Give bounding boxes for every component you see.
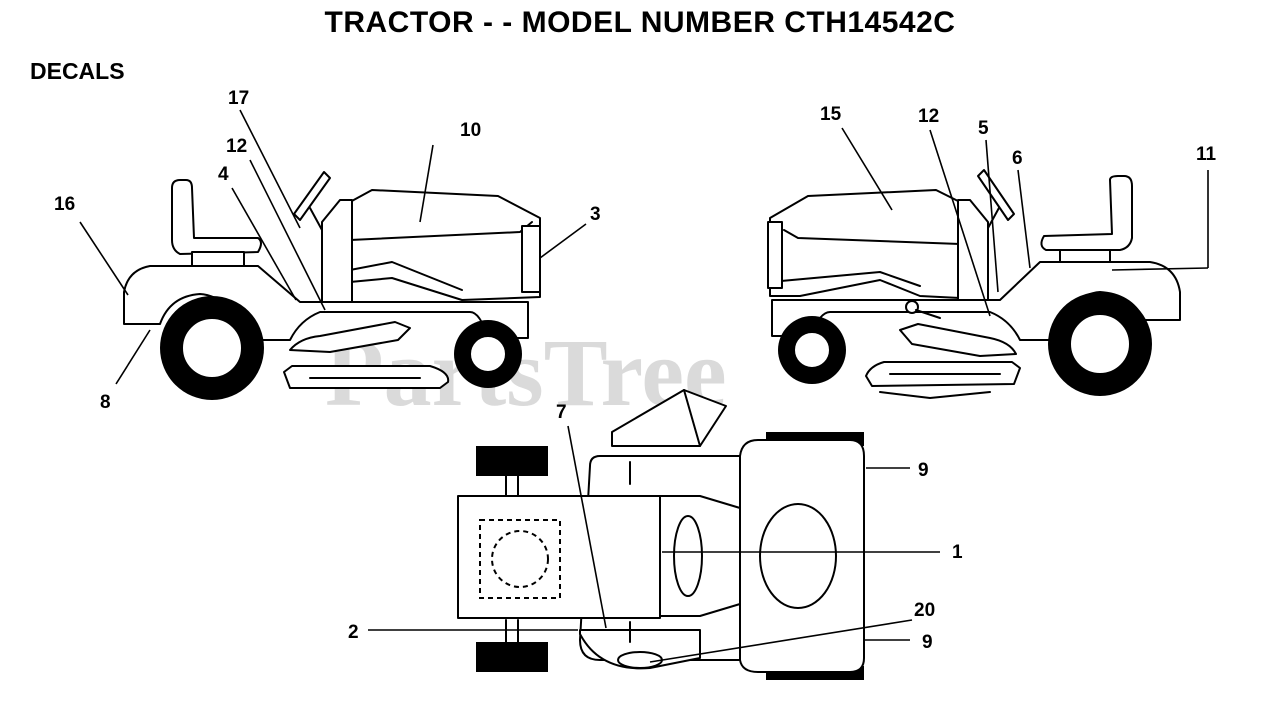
top-seat-cushion	[759, 503, 837, 609]
callout-12-left: 12	[226, 136, 247, 157]
right-grille	[767, 221, 783, 289]
left-dash	[321, 199, 353, 303]
callout-8: 8	[100, 392, 111, 413]
callout-20: 20	[914, 600, 935, 621]
left-grille	[521, 225, 541, 293]
top-front-wheel-upper	[476, 446, 548, 476]
right-shift-knob	[905, 300, 919, 314]
callout-11: 11	[1196, 144, 1217, 165]
callout-4: 4	[218, 164, 229, 185]
callout-9-lower: 9	[922, 632, 933, 653]
right-footrest	[899, 323, 1017, 357]
tractor-right-side-view	[767, 169, 1181, 399]
callout-5: 5	[978, 118, 989, 139]
callout-16: 16	[54, 194, 75, 215]
left-leader-lines	[79, 109, 587, 385]
left-seat	[171, 179, 262, 255]
right-hood	[769, 189, 961, 299]
top-seat-back	[611, 389, 727, 447]
right-steering-wheel	[977, 169, 1015, 221]
top-engine-circle	[491, 530, 549, 588]
callout-1: 1	[952, 542, 963, 563]
top-leader-lines	[368, 425, 940, 663]
callout-6: 6	[1012, 148, 1023, 169]
callout-9-upper: 9	[918, 460, 929, 481]
left-hood	[349, 189, 541, 301]
left-body-fender	[123, 265, 529, 341]
left-steering-wheel	[293, 171, 331, 221]
tractor-top-view	[457, 389, 865, 680]
callout-17: 17	[228, 88, 249, 109]
tractor-left-side-view	[123, 171, 541, 400]
right-dash	[957, 199, 989, 301]
top-steering-column	[673, 515, 703, 597]
callout-12-right: 12	[918, 106, 939, 127]
right-seat	[1040, 175, 1133, 251]
section-label: DECALS	[30, 58, 125, 84]
callout-numbers: 10 17 12 4 16 8 3 15 12 5 6 11 7 9 1 2 2…	[54, 88, 1217, 653]
callout-2: 2	[348, 622, 359, 643]
callout-3: 3	[590, 204, 601, 225]
top-engine-outline	[479, 519, 561, 599]
page-title: TRACTOR - - MODEL NUMBER CTH14542C	[324, 6, 956, 39]
left-footrest	[289, 321, 411, 353]
callout-10: 10	[460, 120, 481, 141]
top-front-wheel-lower	[476, 642, 548, 672]
top-decal-20-area	[617, 651, 663, 669]
callout-15: 15	[820, 104, 842, 125]
callout-7: 7	[556, 402, 567, 423]
right-leader-lines	[841, 127, 1209, 317]
